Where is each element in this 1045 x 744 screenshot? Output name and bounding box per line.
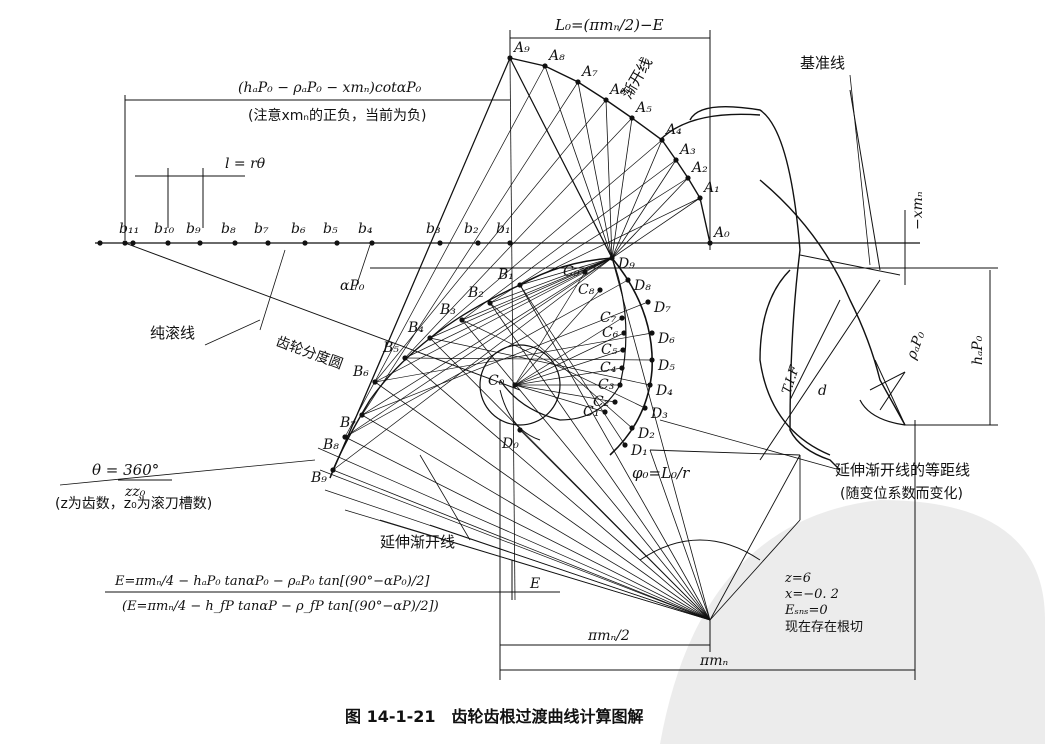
e-formula-2: (E=πmₙ/4 − h_fP tanαP − ρ_fP tan[(90°−αP…	[122, 599, 439, 614]
point-b-end	[97, 240, 103, 246]
involute-label: 渐开线	[618, 54, 656, 102]
label-B1: B₁	[497, 267, 514, 283]
pitch-circle-label: 齿轮分度圆	[274, 334, 345, 373]
point-b4	[369, 240, 375, 246]
fillet-curve	[609, 257, 653, 456]
label-D4: D₄	[655, 383, 673, 399]
label-D2: D₂	[637, 426, 655, 442]
formula-top-note: (注意xmₙ的正负，当前为负)	[248, 107, 426, 124]
pi-mn-half-label: πmₙ/2	[587, 628, 630, 644]
label-D1: D₁	[630, 443, 648, 459]
theta-note: (z为齿数，z₀为滚刀槽数)	[55, 495, 212, 512]
label-B8: B₈	[322, 437, 339, 453]
xmn-label: −xmₙ	[910, 191, 926, 230]
point-b5	[334, 240, 340, 246]
l-eq-label: l = rθ	[225, 156, 266, 172]
label-B3: B₃	[439, 302, 456, 318]
label-D3: D₃	[650, 406, 668, 422]
ext-inv-eq-note: (随变位系数而变化)	[840, 486, 963, 502]
label-a1: A₁	[702, 180, 720, 196]
e-formula-1: E=πmₙ/4 − hₐP₀ tanαP₀ − ρₐP₀ tan[(90°−αP…	[114, 574, 430, 589]
ext-inv-label: 延伸渐开线	[380, 533, 455, 551]
label-C4: C₄	[600, 360, 617, 376]
label-a0: A₀	[712, 225, 730, 241]
label-b2: b₂	[464, 221, 479, 237]
label-D7: D₇	[653, 300, 671, 316]
point-b7	[265, 240, 271, 246]
label-a6: A₆	[608, 82, 626, 98]
label-B5: B₅	[382, 340, 399, 356]
label-a8: A₈	[547, 48, 565, 64]
point-b3	[437, 240, 443, 246]
label-C2: C₂	[593, 394, 610, 410]
label-D5: D₅	[657, 358, 675, 374]
phi-eq: φ₀=L₀/r	[632, 464, 690, 482]
e-label: E	[529, 576, 540, 592]
theta-den: zz₀	[124, 484, 146, 500]
label-D0: D₀	[501, 436, 519, 452]
point-b10	[165, 240, 171, 246]
label-a5: A₅	[634, 100, 652, 116]
label-a2: A₂	[690, 160, 708, 176]
label-b10: b₁₀	[154, 221, 175, 237]
formula-top: (hₐP₀ − ρₐP₀ − xmₙ)cotαP₀	[238, 80, 422, 96]
param-esns: Eₛₙₛ=0	[784, 603, 828, 618]
point-b9	[197, 240, 203, 246]
involute-curve	[509, 57, 711, 244]
label-b1: b₁	[496, 221, 511, 237]
label-B9: B₉	[310, 470, 327, 486]
label-a4: A₄	[664, 122, 682, 138]
datum-line-label: 基准线	[800, 54, 845, 72]
label-B6: B₆	[352, 364, 369, 380]
point-b8	[232, 240, 238, 246]
d-label: d	[818, 383, 827, 399]
label-C5: C₅	[601, 342, 618, 358]
labels: L₀=(πmₙ/2)−E 渐开线 基准线 (hₐP₀ − ρₐP₀ − xmₙ)…	[55, 16, 986, 726]
point-b6	[302, 240, 308, 246]
alpha-p0-label: αP₀	[340, 278, 365, 294]
label-B2: B₂	[467, 285, 484, 301]
label-b6: b₆	[291, 221, 306, 237]
label-a9: A₉	[512, 40, 530, 56]
label-D8: D₈	[633, 278, 651, 294]
pure-roll-label: 纯滚线	[150, 324, 195, 342]
tif-label: T.I.F	[780, 363, 804, 396]
point-b2	[475, 240, 481, 246]
label-b3: b₃	[426, 221, 441, 237]
label-D6: D₆	[657, 331, 675, 347]
label-C8: C₈	[578, 282, 595, 298]
label-B4: B₄	[407, 320, 424, 336]
label-b9: b₉	[186, 221, 201, 237]
point-b11a	[122, 240, 128, 246]
label-b5: b₅	[323, 221, 338, 237]
label-b7: b₇	[254, 221, 269, 237]
label-C6: C₆	[602, 325, 619, 341]
label-a7: A₇	[580, 64, 598, 80]
watermark	[660, 500, 1045, 744]
label-b11: b₁₁	[119, 221, 139, 237]
figure-caption: 图 14-1-21 齿轮齿根过渡曲线计算图解	[345, 707, 644, 726]
param-z: z=6	[784, 571, 811, 586]
tool-profile	[659, 89, 906, 471]
theta-eq: θ = 360°	[92, 461, 159, 479]
label-b8: b₈	[221, 221, 236, 237]
l0-label: L₀=(πmₙ/2)−E	[554, 16, 664, 34]
rolling-line	[124, 242, 521, 391]
hap0-label: hₐP₀	[970, 335, 986, 365]
dimension-lines	[124, 30, 998, 680]
label-b4: b₄	[358, 221, 373, 237]
ext-inv-eq-label: 延伸渐开线的等距线	[835, 461, 970, 479]
label-a3: A₃	[678, 142, 696, 158]
param-undercut: 现在存在根切	[785, 620, 863, 635]
param-x: x=−0. 2	[785, 587, 839, 602]
pi-mn-label: πmₙ	[699, 653, 728, 669]
extended-involute	[499, 257, 627, 421]
point-b11	[130, 240, 136, 246]
label-D9: D₉	[617, 256, 635, 272]
rho-ap0-label: ρₐP₀	[903, 329, 928, 363]
label-C0: C₀	[488, 373, 505, 389]
label-C1: C₁	[583, 404, 599, 420]
